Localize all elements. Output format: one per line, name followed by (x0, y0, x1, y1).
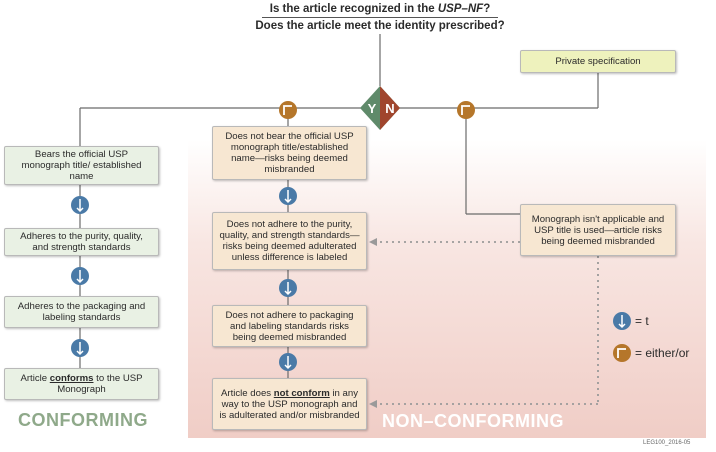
nc-box-final: Article does not conform in any way to t… (212, 378, 367, 430)
monograph-not-applicable-box: Monograph isn't applicable and USP title… (520, 204, 676, 256)
nc-box-purity: Does not adhere to the purity, quality, … (212, 212, 367, 270)
down-arrow-icon (71, 339, 89, 357)
decision-yes: Y (368, 101, 377, 116)
conforming-box-title: Bears the official USP monograph title/ … (4, 146, 159, 185)
conforming-label: CONFORMING (18, 410, 148, 430)
down-arrow-icon (71, 267, 89, 285)
question-recognized: Is the article recognized in the USP–NF? (269, 3, 491, 15)
legend-then: = t (635, 314, 649, 328)
figure-code: LEG100_2016-05 (643, 440, 691, 446)
down-arrow-icon (71, 196, 89, 214)
private-specification-box: Private specification (520, 50, 676, 73)
conforming-box-final: Article conforms to the USP Monograph (4, 368, 159, 400)
nc-box-title: Does not bear the official USP monograph… (212, 126, 367, 180)
non-conforming-label: NON–CONFORMING (382, 411, 564, 431)
corner-icon (457, 101, 475, 119)
decision-diamond-no-half (380, 86, 400, 130)
nc-box-packaging: Does not adhere to packaging and labelin… (212, 305, 367, 347)
conforming-box-purity: Adheres to the purity, quality, and stre… (4, 228, 159, 256)
legend-corner-icon (613, 344, 631, 362)
down-arrow-icon (279, 187, 297, 205)
down-arrow-icon (279, 353, 297, 371)
dotted-arrowhead-2 (369, 400, 377, 408)
down-arrow-icon (279, 279, 297, 297)
legend-down-arrow-icon (613, 312, 631, 330)
legend-either-or: = either/or (635, 346, 690, 360)
question-divider (262, 17, 498, 18)
dotted-arrowhead-1 (369, 238, 377, 246)
decision-no: N (385, 101, 394, 116)
question-identity: Does the article meet the identity presc… (255, 20, 505, 32)
corner-icon (279, 101, 297, 119)
conforming-box-packaging: Adheres to the packaging and labeling st… (4, 296, 159, 328)
